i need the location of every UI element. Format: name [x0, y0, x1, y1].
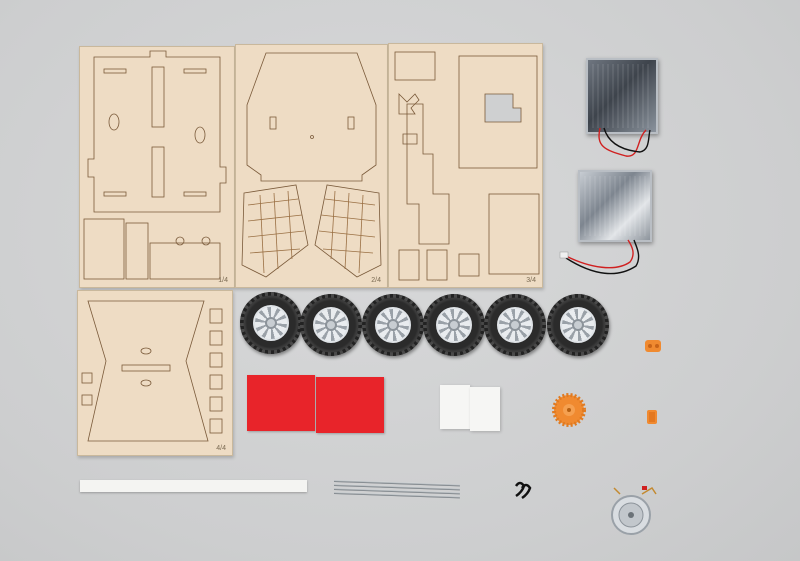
foam-pad-right	[470, 387, 500, 431]
solar-panel-bottom	[578, 170, 652, 242]
wood-sheet-4: 4/4	[77, 290, 233, 456]
sheet-4-cutouts	[81, 300, 223, 442]
foam-pad-left	[440, 385, 470, 429]
wheel-3	[362, 294, 424, 356]
sheet-4-label: 4/4	[216, 445, 226, 452]
sheet-2-label: 2/4	[371, 277, 381, 284]
wood-sheet-3: 3/4	[388, 43, 543, 288]
wood-sheet-2: 2/4	[235, 44, 388, 288]
dc-motor	[611, 486, 657, 535]
sheet-3-label: 3/4	[526, 277, 536, 284]
wheel-4	[423, 294, 485, 356]
wheel-2	[300, 294, 362, 356]
orange-small-gear	[647, 410, 657, 424]
black-clips	[514, 481, 532, 500]
sheet-1-cutouts	[83, 50, 227, 280]
orange-coupler	[645, 340, 661, 352]
wood-sheet-1: 1/4	[79, 46, 235, 288]
red-sticker-left	[247, 375, 315, 431]
wheel-6	[547, 294, 609, 356]
sheet-2-cutouts	[241, 52, 382, 278]
wheel-5	[484, 294, 546, 356]
sheet-3-cutouts	[394, 51, 540, 281]
red-sticker-right	[316, 377, 384, 433]
solar-panel-top	[586, 58, 658, 134]
wheel-1	[240, 292, 302, 354]
orange-gear	[552, 393, 586, 427]
white-strip	[80, 480, 307, 492]
sheet-1-label: 1/4	[218, 277, 228, 284]
